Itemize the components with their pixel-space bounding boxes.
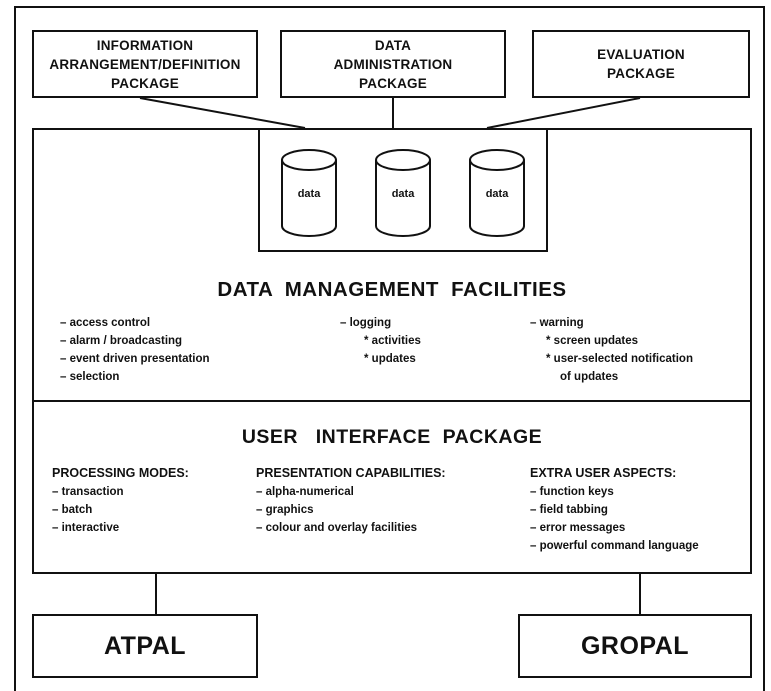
data-store-cylinder-2-icon [375, 149, 431, 237]
extra-user-aspects-heading: EXTRA USER ASPECTS: [530, 466, 677, 480]
gropal-box: GROPAL [518, 614, 752, 678]
list-subitem: * updates [364, 353, 416, 365]
package-label-line: ADMINISTRATION [333, 56, 453, 72]
package-label-line: PACKAGE [607, 66, 675, 81]
package-label-line: PACKAGE [359, 75, 427, 91]
list-subitem: * activities [364, 335, 421, 347]
gropal-label: GROPAL [580, 631, 690, 660]
data-management-column-1: – access control – alarm / broadcasting … [60, 314, 210, 386]
list-item: – colour and overlay facilities [256, 522, 418, 534]
list-item: – transaction [52, 486, 124, 498]
data-administration-package: DATA ADMINISTRATION PACKAGE [280, 30, 506, 98]
list-item: – event driven presentation [60, 353, 210, 365]
data-management-facilities-box: data data data DATA MANAGEMENT FACILITIE… [32, 128, 752, 402]
list-item: – access control [60, 317, 151, 329]
extra-user-aspects-column: EXTRA USER ASPECTS: – function keys – fi… [530, 464, 699, 555]
data-store-label: data [485, 188, 509, 200]
list-item: – alpha-numerical [256, 486, 354, 498]
list-item: – batch [52, 504, 93, 516]
presentation-capabilities-column: PRESENTATION CAPABILITIES: – alpha-numer… [256, 464, 446, 537]
package-label-line: PACKAGE [111, 75, 179, 91]
list-subitem: * screen updates [546, 335, 639, 347]
user-interface-package-box: USER INTERFACE PACKAGE PROCESSING MODES:… [32, 400, 752, 574]
list-subitem-continuation: of updates [560, 371, 619, 383]
processing-modes-heading: PROCESSING MODES: [52, 466, 189, 480]
package-label-line: ARRANGEMENT/DEFINITION [49, 56, 241, 72]
data-store-cylinder-1-icon [281, 149, 337, 237]
connector-info-package [139, 97, 306, 129]
list-subitem: * user-selected notification [546, 353, 693, 365]
data-management-column-2: – logging * activities * updates [340, 314, 421, 368]
package-label-line: INFORMATION [96, 37, 194, 53]
page-frame-right [763, 6, 765, 691]
package-label-line: DATA [374, 37, 412, 53]
information-arrangement-definition-package: INFORMATION ARRANGEMENT/DEFINITION PACKA… [32, 30, 258, 98]
list-item: – graphics [256, 504, 314, 516]
package-label-line: EVALUATION [597, 47, 685, 62]
data-store-label: data [297, 188, 321, 200]
processing-modes-column: PROCESSING MODES: – transaction – batch … [52, 464, 189, 537]
list-item: – error messages [530, 522, 626, 534]
presentation-capabilities-heading: PRESENTATION CAPABILITIES: [256, 466, 446, 480]
list-item: – logging [340, 317, 392, 329]
evaluation-package: EVALUATION PACKAGE [532, 30, 750, 98]
connector-eval-package [486, 97, 641, 129]
data-store-label: data [391, 188, 415, 200]
list-item: – function keys [530, 486, 614, 498]
data-management-title: DATA MANAGEMENT FACILITIES [217, 278, 567, 301]
list-item: – alarm / broadcasting [60, 335, 183, 347]
list-item: – powerful command language [530, 540, 699, 552]
data-store-cylinder-3-icon [469, 149, 525, 237]
data-management-column-3: – warning * screen updates * user-select… [530, 314, 693, 386]
list-item: – selection [60, 371, 120, 383]
user-interface-title: USER INTERFACE PACKAGE [241, 426, 543, 448]
list-item: – warning [530, 317, 584, 329]
atpal-label: ATPAL [103, 631, 187, 660]
list-item: – interactive [52, 522, 120, 534]
page-frame-left [14, 6, 16, 691]
page-frame-top [14, 6, 765, 8]
atpal-box: ATPAL [32, 614, 258, 678]
list-item: – field tabbing [530, 504, 608, 516]
data-store-group: data data data [258, 128, 548, 252]
